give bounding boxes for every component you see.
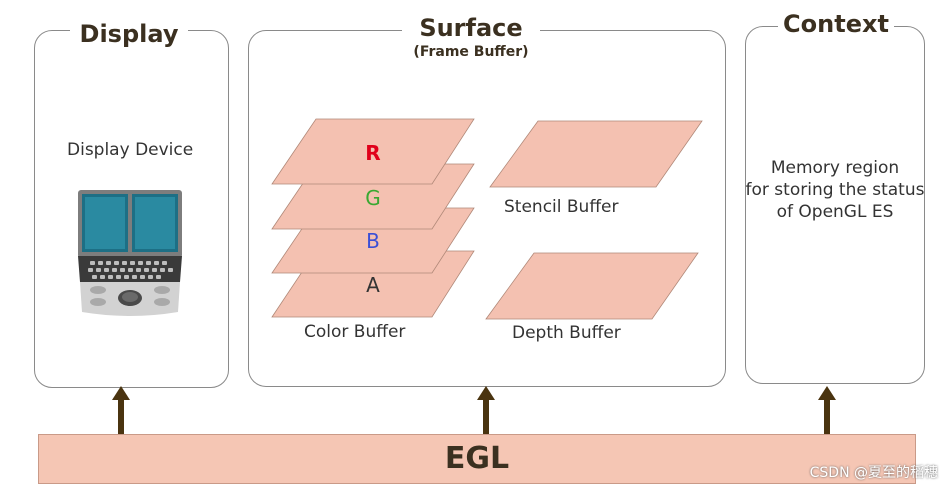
color-buffer-stack [268, 112, 478, 322]
surface-subtitle: (Frame Buffer) [413, 44, 529, 60]
context-title: Context [778, 8, 894, 40]
egl-label: EGL [444, 441, 510, 476]
context-description-line: for storing the status [745, 180, 925, 200]
context-panel [745, 26, 925, 384]
watermark: CSDN @夏至的稻穗 [809, 465, 938, 481]
display-title: Display [70, 18, 188, 50]
layer-r-label: R [365, 141, 381, 165]
context-description: Memory region for storing the status of … [745, 157, 925, 223]
surface-title: Surface [402, 12, 540, 44]
context-description-line: Memory region [770, 158, 900, 178]
layer-r-plane [271, 118, 475, 185]
stencil-buffer-label: Stencil Buffer [504, 197, 619, 217]
display-device-label: Display Device [67, 140, 194, 160]
handheld-device-icon [76, 190, 184, 318]
layer-g-label: G [365, 186, 381, 210]
egl-bar [38, 434, 916, 484]
stencil-buffer-plane [486, 118, 706, 190]
depth-buffer-label: Depth Buffer [512, 323, 621, 343]
layer-b-label: B [366, 229, 380, 253]
color-buffer-label: Color Buffer [304, 322, 406, 342]
depth-buffer-plane [482, 250, 702, 322]
context-description-line: of OpenGL ES [776, 202, 894, 222]
layer-a-label: A [366, 273, 380, 297]
